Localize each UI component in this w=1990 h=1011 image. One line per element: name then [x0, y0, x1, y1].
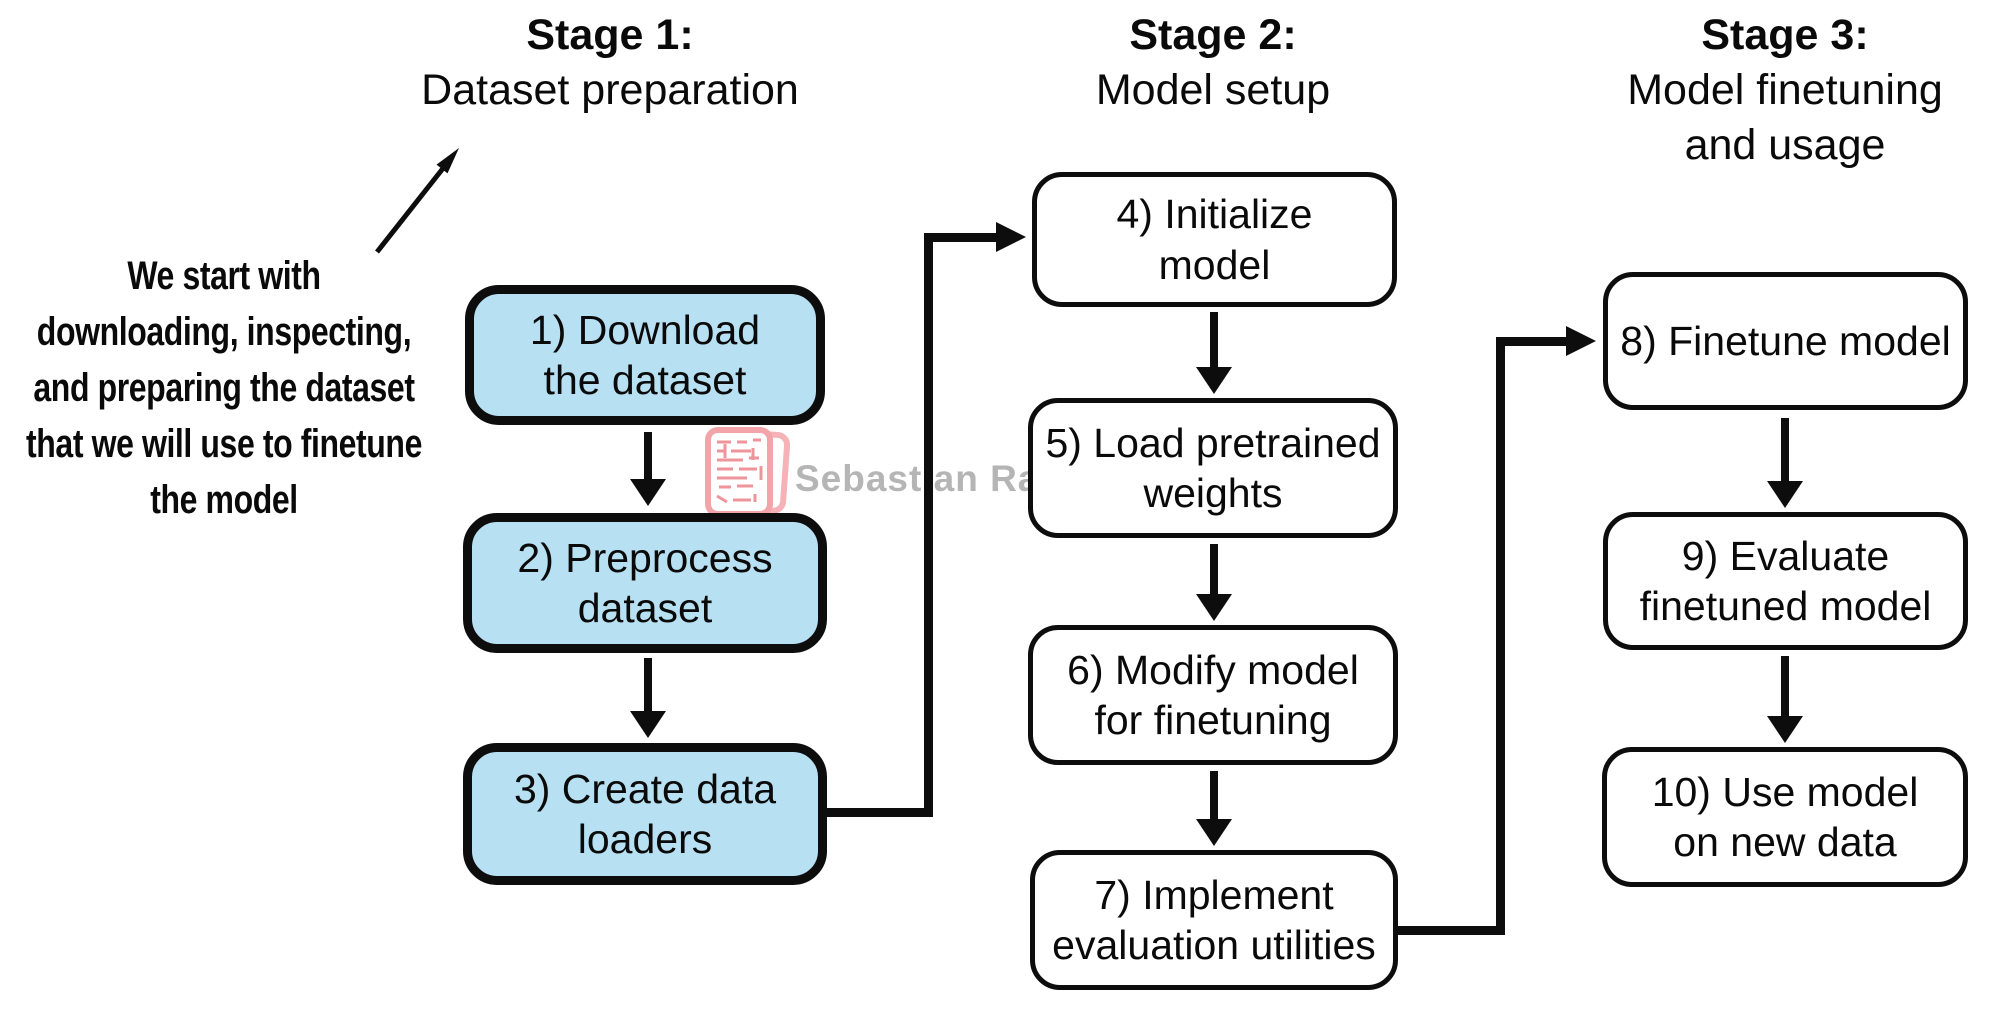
- documents-sketch-icon: [705, 427, 791, 517]
- step-9-evaluate-finetuned-model: 9) Evaluate finetuned model: [1603, 512, 1968, 650]
- step-1-download-dataset: 1) Download the dataset: [465, 285, 825, 425]
- step-5-load-pretrained-weights: 5) Load pretrained weights: [1028, 398, 1398, 538]
- intro-note: We start with downloading, inspecting, a…: [26, 254, 422, 522]
- step-6-modify-model-for-finetuning: 6) Modify model for finetuning: [1028, 625, 1398, 765]
- stage-1-title: Stage 1: Dataset preparation: [410, 8, 810, 118]
- stage-1-subtitle: Dataset preparation: [421, 66, 799, 115]
- arrow-step6-to-step7: [1196, 771, 1232, 846]
- step-10-use-model-on-new-data: 10) Use model on new data: [1602, 747, 1968, 887]
- arrow-step4-to-step5: [1196, 312, 1232, 394]
- arrow-step2-to-step3: [630, 658, 666, 738]
- stage-1-heading: Stage 1:: [526, 11, 694, 59]
- stage-3-subtitle: Model finetuning and usage: [1627, 66, 1943, 170]
- stage-3-heading: Stage 3:: [1701, 11, 1869, 59]
- note-to-stage1-arrow: [375, 148, 459, 254]
- stage-3-title: Stage 3: Model finetuning and usage: [1615, 8, 1955, 173]
- step-2-preprocess-dataset: 2) Preprocess dataset: [463, 513, 827, 653]
- arrow-step5-to-step6: [1196, 544, 1232, 621]
- step-7-implement-evaluation-utilities: 7) Implement evaluation utilities: [1030, 850, 1398, 990]
- arrow-step9-to-step10: [1767, 656, 1803, 743]
- step-3-create-data-loaders: 3) Create data loaders: [463, 743, 827, 885]
- step-4-initialize-model: 4) Initialize model: [1032, 172, 1397, 307]
- stage-2-subtitle: Model setup: [1095, 66, 1331, 115]
- arrow-step8-to-step9: [1767, 418, 1803, 508]
- stage-2-title: Stage 2: Model setup: [1013, 8, 1413, 118]
- step-8-finetune-model: 8) Finetune model: [1603, 272, 1968, 410]
- arrow-step1-to-step2: [630, 432, 666, 506]
- stage-2-heading: Stage 2:: [1129, 11, 1297, 59]
